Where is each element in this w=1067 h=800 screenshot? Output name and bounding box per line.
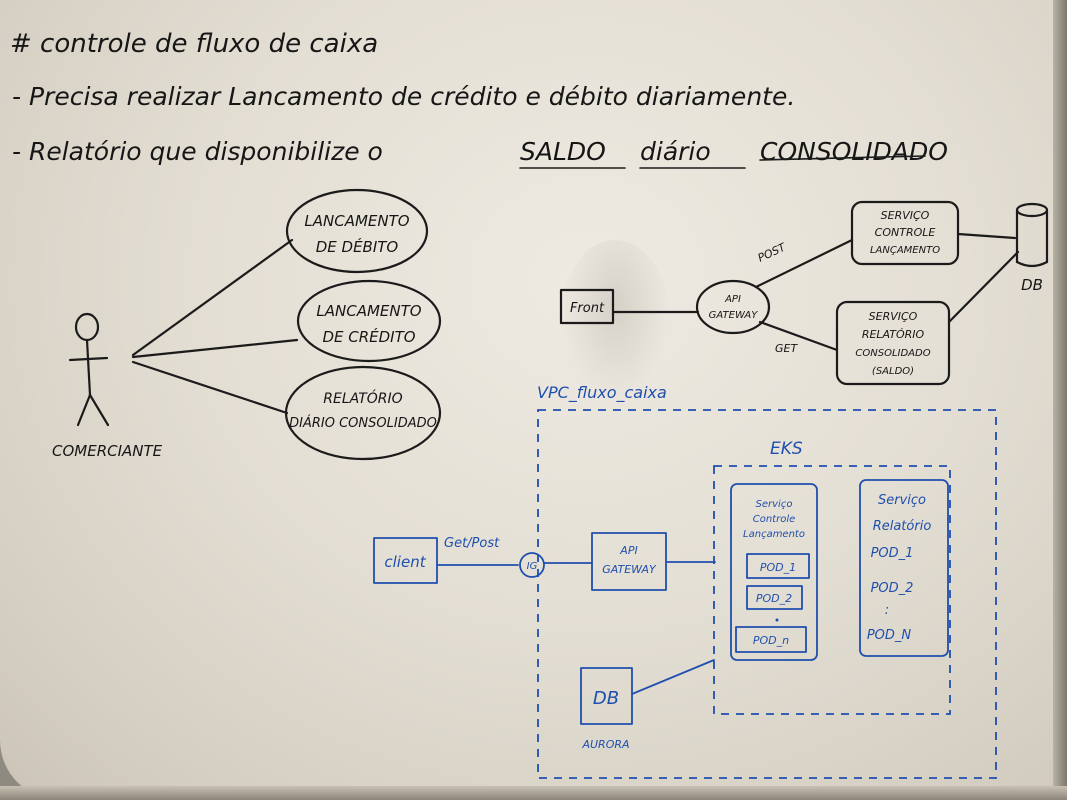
- eks-svc1-pod2: POD_2: [756, 592, 792, 605]
- eks-svc1-pod1: POD_1: [760, 561, 796, 574]
- link-gateway-relatorio: [758, 320, 839, 352]
- header-requirement-2: - Relatório que disponibilize o: [12, 137, 383, 166]
- api-gateway-line2: GATEWAY: [709, 310, 759, 321]
- link-actor-debito: [131, 238, 294, 357]
- service-lancamento-line2: CONTROLE: [875, 226, 936, 239]
- service-relatorio-line3: CONSOLIDADO: [855, 348, 930, 359]
- eks-svc2-line1: Serviço: [878, 493, 926, 508]
- header-consolidado: CONSOLIDADO: [760, 137, 948, 166]
- vpc-label: VPC_fluxo_caixa: [537, 383, 667, 403]
- eks-svc1-pod1-box: [746, 553, 810, 579]
- eks-svc2-pod1: POD_1: [871, 546, 914, 561]
- front-box: [559, 288, 615, 325]
- underline-consolidado: [759, 155, 926, 161]
- link-gateway-lancamento: [754, 238, 854, 289]
- eks-svc2-dots: :: [885, 603, 889, 618]
- link-lancamento-db: [956, 232, 1017, 240]
- board-frame-right: [1053, 0, 1067, 800]
- header-saldo: SALDO: [520, 137, 606, 166]
- db-label: DB: [1021, 276, 1043, 294]
- post-label: POST: [756, 240, 789, 265]
- client-box: [373, 537, 438, 584]
- header-requirement-1: - Precisa realizar Lancamento de crédito…: [12, 82, 795, 111]
- internet-gateway-node: [519, 552, 545, 578]
- eks-svc1-line1: Serviço: [756, 499, 793, 510]
- link-aurora-eks: [631, 659, 715, 695]
- eks-svc1-pod2-box: [746, 585, 803, 610]
- aurora-db-label: DB: [593, 688, 619, 709]
- service-lancamento-line1: SERVIÇO: [881, 209, 930, 222]
- aurora-db-box: [580, 667, 633, 725]
- reflection-shadow: [560, 240, 670, 400]
- eks-service-lancamento-box: [730, 483, 818, 661]
- actor-stick-figure: [68, 312, 110, 427]
- link-relatorio-db: [947, 250, 1020, 324]
- use-case-diagram: COMERCIANTE LANCAMENTO DE DÉBITO LANCAME…: [52, 188, 442, 461]
- aws-infrastructure: VPC_fluxo_caixa EKS client Get/Post IG A…: [373, 383, 997, 779]
- front-label: Front: [570, 301, 605, 316]
- api-gateway-box: [591, 532, 667, 591]
- link-actor-credito: [131, 338, 299, 359]
- api-gateway-line1: API: [724, 294, 741, 305]
- header-notes: # controle de fluxo de caixa - Precisa r…: [10, 29, 948, 169]
- eks-svc1-line3: Lançamento: [743, 529, 805, 540]
- usecase-relatorio-line2: DIÁRIO CONSOLIDADO: [289, 415, 437, 431]
- api-gateway-box-line1: API: [619, 544, 637, 557]
- get-post-label: Get/Post: [444, 536, 500, 551]
- eks-svc1-ellipsis-dot: [775, 618, 779, 622]
- usecase-credito-line1: LANCAMENTO: [316, 302, 421, 320]
- eks-svc2-pod2: POD_2: [871, 581, 914, 596]
- eks-boundary: [713, 465, 951, 715]
- eks-svc1-podn: POD_n: [753, 634, 789, 647]
- actor-label: COMERCIANTE: [52, 442, 163, 460]
- board-frame-bottom: [0, 786, 1067, 800]
- eks-service-relatorio-box: [859, 479, 949, 657]
- usecase-lancamento-credito: [296, 279, 442, 363]
- usecase-lancamento-debito: [285, 188, 429, 274]
- service-relatorio-line1: SERVIÇO: [869, 310, 918, 323]
- usecase-credito-line2: DE CRÉDITO: [322, 327, 415, 346]
- internet-gateway-label: IG: [527, 561, 538, 572]
- service-relatorio-consolidado-box: [835, 300, 951, 386]
- db-cylinder-icon: [1015, 202, 1049, 268]
- eks-svc2-line2: Relatório: [873, 519, 932, 534]
- header-title: # controle de fluxo de caixa: [10, 29, 378, 59]
- service-relatorio-line2: RELATÓRIO: [862, 328, 925, 341]
- logical-architecture: Front API GATEWAY POST GET SERVIÇO CONTR…: [559, 200, 1049, 386]
- eks-label: EKS: [770, 439, 803, 459]
- client-label: client: [384, 553, 426, 571]
- service-relatorio-line4: (SALDO): [872, 366, 914, 377]
- eks-svc1-line2: Controle: [753, 514, 796, 525]
- link-actor-relatorio: [131, 360, 289, 415]
- service-lancamento-line3: LANÇAMENTO: [870, 245, 940, 256]
- usecase-debito-line1: LANCAMENTO: [304, 212, 409, 230]
- api-gateway-node: [695, 279, 771, 335]
- usecase-debito-line2: DE DÉBITO: [316, 237, 399, 256]
- header-diario: diário: [640, 137, 711, 166]
- eks-svc2-podn: POD_N: [867, 628, 912, 643]
- aurora-label: AURORA: [581, 738, 629, 751]
- vpc-boundary: [537, 409, 997, 779]
- usecase-relatorio: [284, 365, 442, 461]
- eks-svc1-podn-box: [735, 626, 807, 653]
- api-gateway-box-line2: GATEWAY: [602, 563, 657, 576]
- get-label: GET: [775, 342, 798, 355]
- usecase-relatorio-line1: RELATÓRIO: [323, 389, 402, 407]
